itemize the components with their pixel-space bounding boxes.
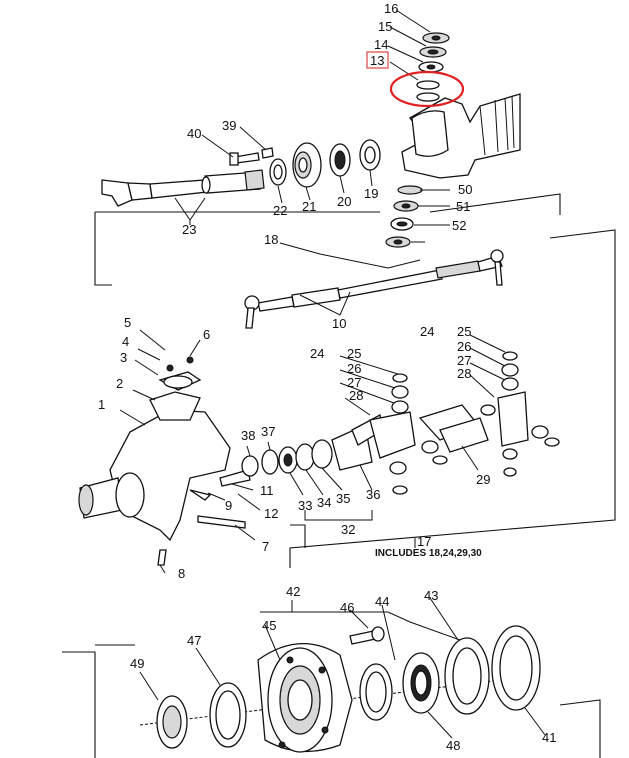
callout-27-right: 27: [457, 353, 471, 368]
callout-2: 2: [116, 376, 123, 391]
tie-rod: [244, 249, 504, 329]
callout-26-right: 26: [457, 339, 471, 354]
callout-labels: 16 15 14 13 40 39 22 21 20 19 23 18 50 5…: [98, 1, 556, 753]
callout-32: 34: [317, 495, 331, 510]
callout-42: 44: [375, 594, 389, 609]
callout-39: 41: [542, 730, 556, 745]
callout-24-left: 24: [310, 346, 324, 361]
highlight-box: [366, 51, 389, 69]
hub-assembly: [139, 625, 541, 753]
callout-11: 11: [260, 483, 274, 498]
callout-13-highlighted: 13: [370, 53, 384, 68]
callout-15: 15: [378, 19, 392, 34]
callout-33: 35: [336, 491, 350, 506]
callout-44: 46: [340, 600, 354, 615]
callout-38: 40: [187, 126, 201, 141]
callout-45: 47: [187, 633, 201, 648]
callout-20: 20: [337, 194, 351, 209]
callout-18: 18: [264, 232, 278, 247]
callout-30: 32: [341, 522, 355, 537]
callout-9: 9: [225, 498, 232, 513]
callout-21: 21: [302, 199, 316, 214]
callout-50: 52: [452, 218, 466, 233]
callout-31: 33: [298, 498, 312, 513]
callout-49: 51: [456, 199, 470, 214]
drive-shaft-ujoint: [241, 351, 560, 495]
callout-10: 10: [332, 316, 346, 331]
callout-12: 12: [264, 506, 278, 521]
callout-23: 23: [182, 222, 196, 237]
callout-19: 19: [364, 186, 378, 201]
callout-8: 8: [178, 566, 185, 581]
callout-34: 36: [366, 487, 380, 502]
callout-40: 42: [286, 584, 300, 599]
callout-1: 1: [98, 397, 105, 412]
axle-housing: [385, 32, 521, 248]
steering-knuckle: [78, 356, 251, 566]
callout-17: 17: [417, 534, 431, 549]
callout-28-right: 28: [457, 366, 471, 381]
callout-27-left: 27: [347, 375, 361, 390]
callout-29: 29: [476, 472, 490, 487]
callout-35: 37: [261, 424, 275, 439]
callout-26-left: 26: [347, 361, 361, 376]
callout-36: 38: [241, 428, 255, 443]
callout-24-right: 24: [420, 324, 434, 339]
callout-16: 16: [384, 1, 398, 16]
callout-48: 50: [458, 182, 472, 197]
callout-25-left: 25: [347, 346, 361, 361]
includes-note: INCLUDES 18,24,29,30: [375, 548, 482, 559]
callout-28-left: 28: [349, 388, 363, 403]
callout-43: 45: [262, 618, 276, 633]
callout-37: 39: [222, 118, 236, 133]
callout-22: 22: [273, 203, 287, 218]
highlight-ellipse: [389, 70, 465, 108]
callout-5: 5: [124, 315, 131, 330]
callout-14: 14: [374, 37, 388, 52]
callout-3: 3: [120, 350, 127, 365]
callout-25-right: 25: [457, 324, 471, 339]
callout-7: 7: [262, 539, 269, 554]
callout-4: 4: [122, 334, 129, 349]
callout-47: 49: [130, 656, 144, 671]
leader-lines: [119, 9, 546, 739]
frame-lines: [62, 193, 616, 758]
callout-6: 6: [203, 327, 210, 342]
axle-shaft-assembly: [101, 139, 381, 207]
callout-46: 48: [446, 738, 460, 753]
callout-41: 43: [424, 588, 438, 603]
